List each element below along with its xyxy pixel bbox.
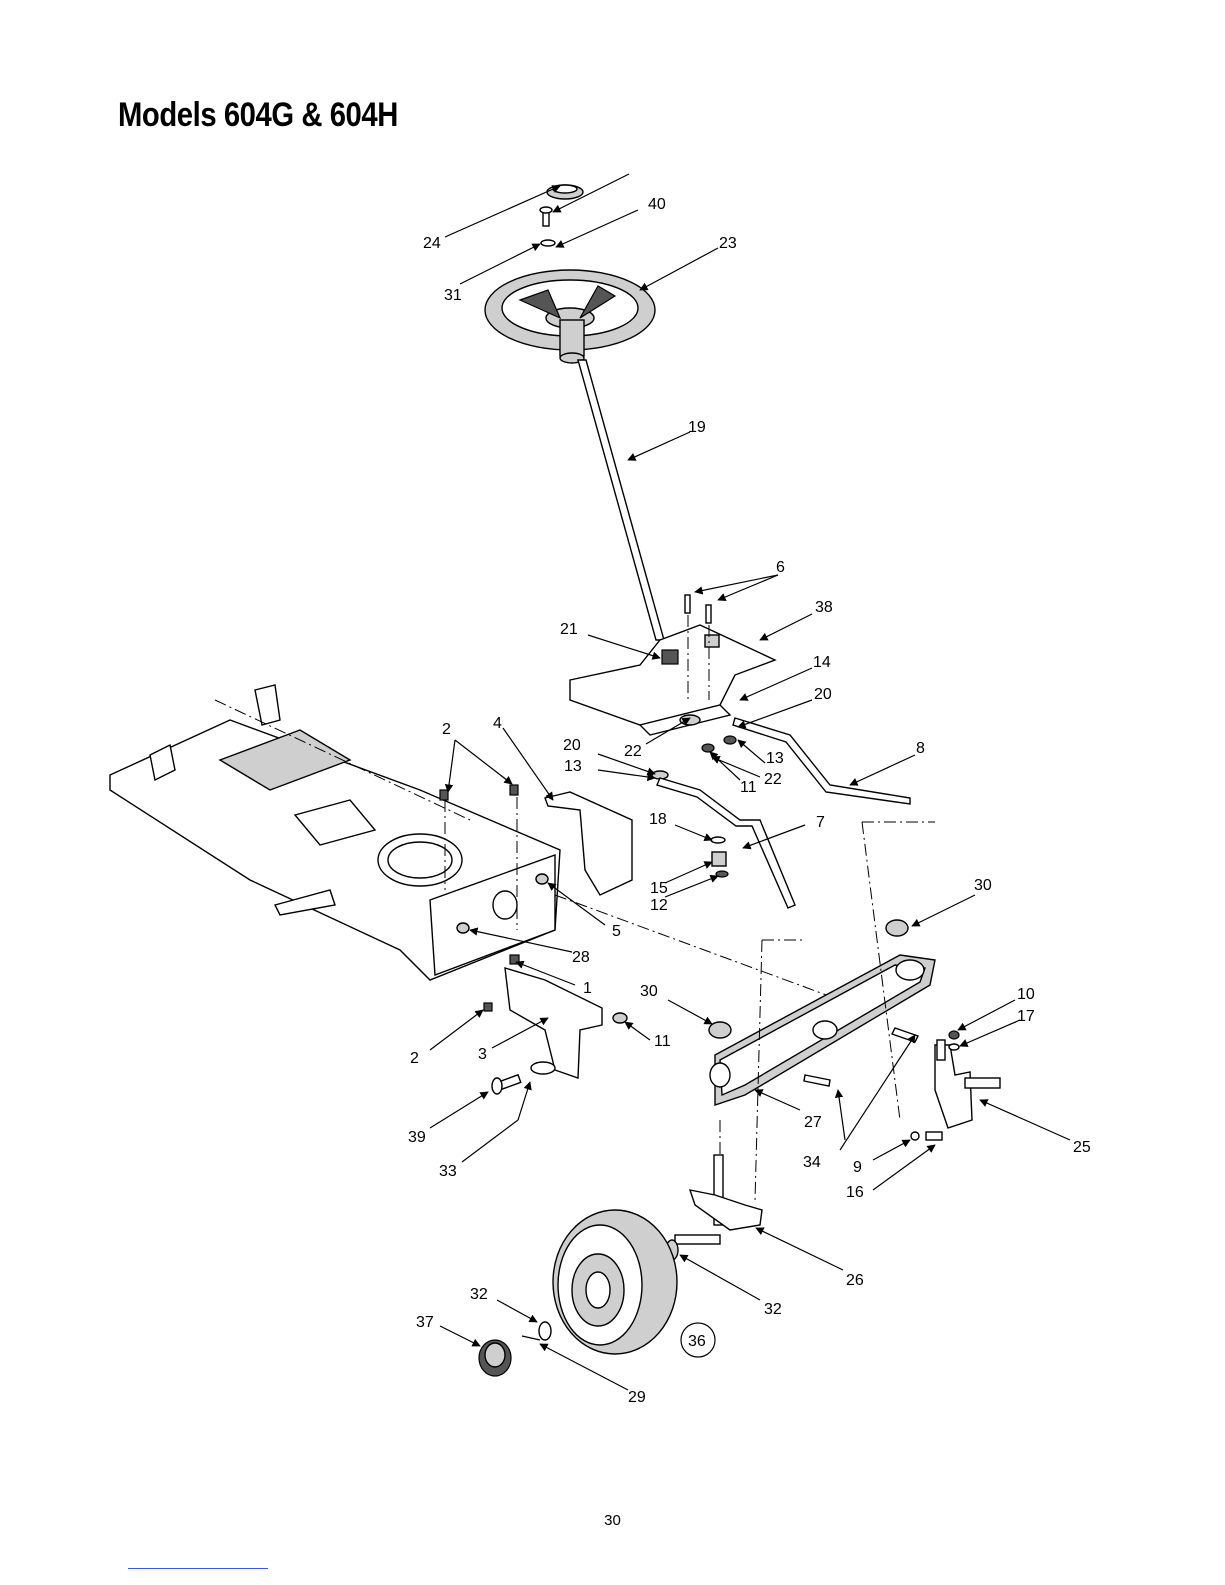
- bushing-15: [711, 837, 728, 877]
- callout-37: 37: [416, 1314, 434, 1331]
- callout-22b: 22: [764, 771, 782, 788]
- cap-30a: [709, 1022, 731, 1038]
- bolt-2a: [510, 785, 518, 795]
- drag-link-7: [657, 778, 795, 908]
- callout-30b: 30: [974, 877, 992, 894]
- callout-33: 33: [439, 1163, 457, 1180]
- callout-32a: 32: [470, 1286, 488, 1303]
- bolt-39: [492, 1075, 521, 1094]
- callout-31: 31: [444, 287, 462, 304]
- callout-30a: 30: [640, 983, 658, 1000]
- callout-27: 27: [804, 1114, 822, 1131]
- callout-11b: 11: [654, 1033, 671, 1050]
- callout-2b: 2: [410, 1050, 419, 1067]
- callout-13b: 13: [766, 750, 784, 767]
- callout-7: 7: [816, 814, 825, 831]
- callout-38: 38: [815, 599, 833, 616]
- callout-3: 3: [478, 1046, 487, 1063]
- callout-17: 17: [1017, 1008, 1035, 1025]
- callout-16: 16: [846, 1184, 864, 1201]
- nut-5: [536, 874, 548, 884]
- callout-28: 28: [572, 949, 590, 966]
- cap-30b: [886, 920, 908, 936]
- callout-21: 21: [560, 621, 578, 638]
- callout-11a: 11: [740, 779, 757, 796]
- steering-bracket: [570, 595, 775, 735]
- callout-5: 5: [612, 923, 621, 940]
- callout-36: 36: [688, 1333, 706, 1350]
- nut-11: [613, 1013, 627, 1023]
- bolt-2b: [440, 790, 448, 800]
- callout-40: 40: [648, 196, 666, 213]
- footer-link-underline[interactable]: [128, 1568, 268, 1569]
- spindle-25: [935, 1040, 1000, 1128]
- callout-24: 24: [423, 235, 441, 252]
- callout-10: 10: [1017, 986, 1035, 1003]
- callout-23: 23: [719, 235, 737, 252]
- callout-9: 9: [853, 1159, 862, 1176]
- pivot-pin-34: [892, 1028, 918, 1042]
- callout-15: 15: [650, 880, 668, 897]
- front-wheel: [553, 1210, 677, 1354]
- callout-8: 8: [916, 740, 925, 757]
- cotter-29: [522, 1336, 540, 1340]
- pin-9: [911, 1132, 919, 1140]
- nut-10: [949, 1031, 959, 1039]
- callout-39: 39: [408, 1129, 426, 1146]
- callout-13a: 13: [564, 758, 582, 775]
- callout-32b: 32: [764, 1301, 782, 1318]
- washer: [541, 240, 555, 246]
- callout-12: 12: [650, 897, 668, 914]
- callout-34: 34: [803, 1154, 821, 1171]
- callout-25: 25: [1073, 1139, 1091, 1156]
- callout-19: 19: [688, 419, 706, 436]
- washer-17: [949, 1044, 959, 1050]
- callout-18: 18: [649, 811, 667, 828]
- callout-4: 4: [493, 715, 502, 732]
- callout-2a: 2: [442, 721, 451, 738]
- washer-33: [531, 1062, 555, 1074]
- steering-wheel: [485, 270, 655, 363]
- spindle-26: [675, 1155, 762, 1244]
- callout-6: 6: [776, 559, 785, 576]
- bolt-2c: [484, 1003, 492, 1011]
- callout-20a: 20: [563, 737, 581, 754]
- pin-27: [804, 1075, 830, 1086]
- steering-cap: [547, 185, 583, 199]
- hub-cap-37: [479, 1340, 511, 1376]
- page-number: 30: [0, 1512, 1225, 1529]
- callout-1: 1: [583, 980, 592, 997]
- washer-32b: [539, 1322, 551, 1340]
- steering-bolt: [540, 207, 552, 226]
- callout-22a: 22: [624, 743, 642, 760]
- nut-28: [457, 923, 469, 933]
- callout-20b: 20: [814, 686, 832, 703]
- callout-26: 26: [846, 1272, 864, 1289]
- callout-14: 14: [813, 654, 831, 671]
- fitting-16: [926, 1132, 942, 1140]
- steering-shaft: [578, 360, 664, 640]
- drag-link-8: [733, 718, 910, 804]
- callout-29: 29: [628, 1389, 646, 1406]
